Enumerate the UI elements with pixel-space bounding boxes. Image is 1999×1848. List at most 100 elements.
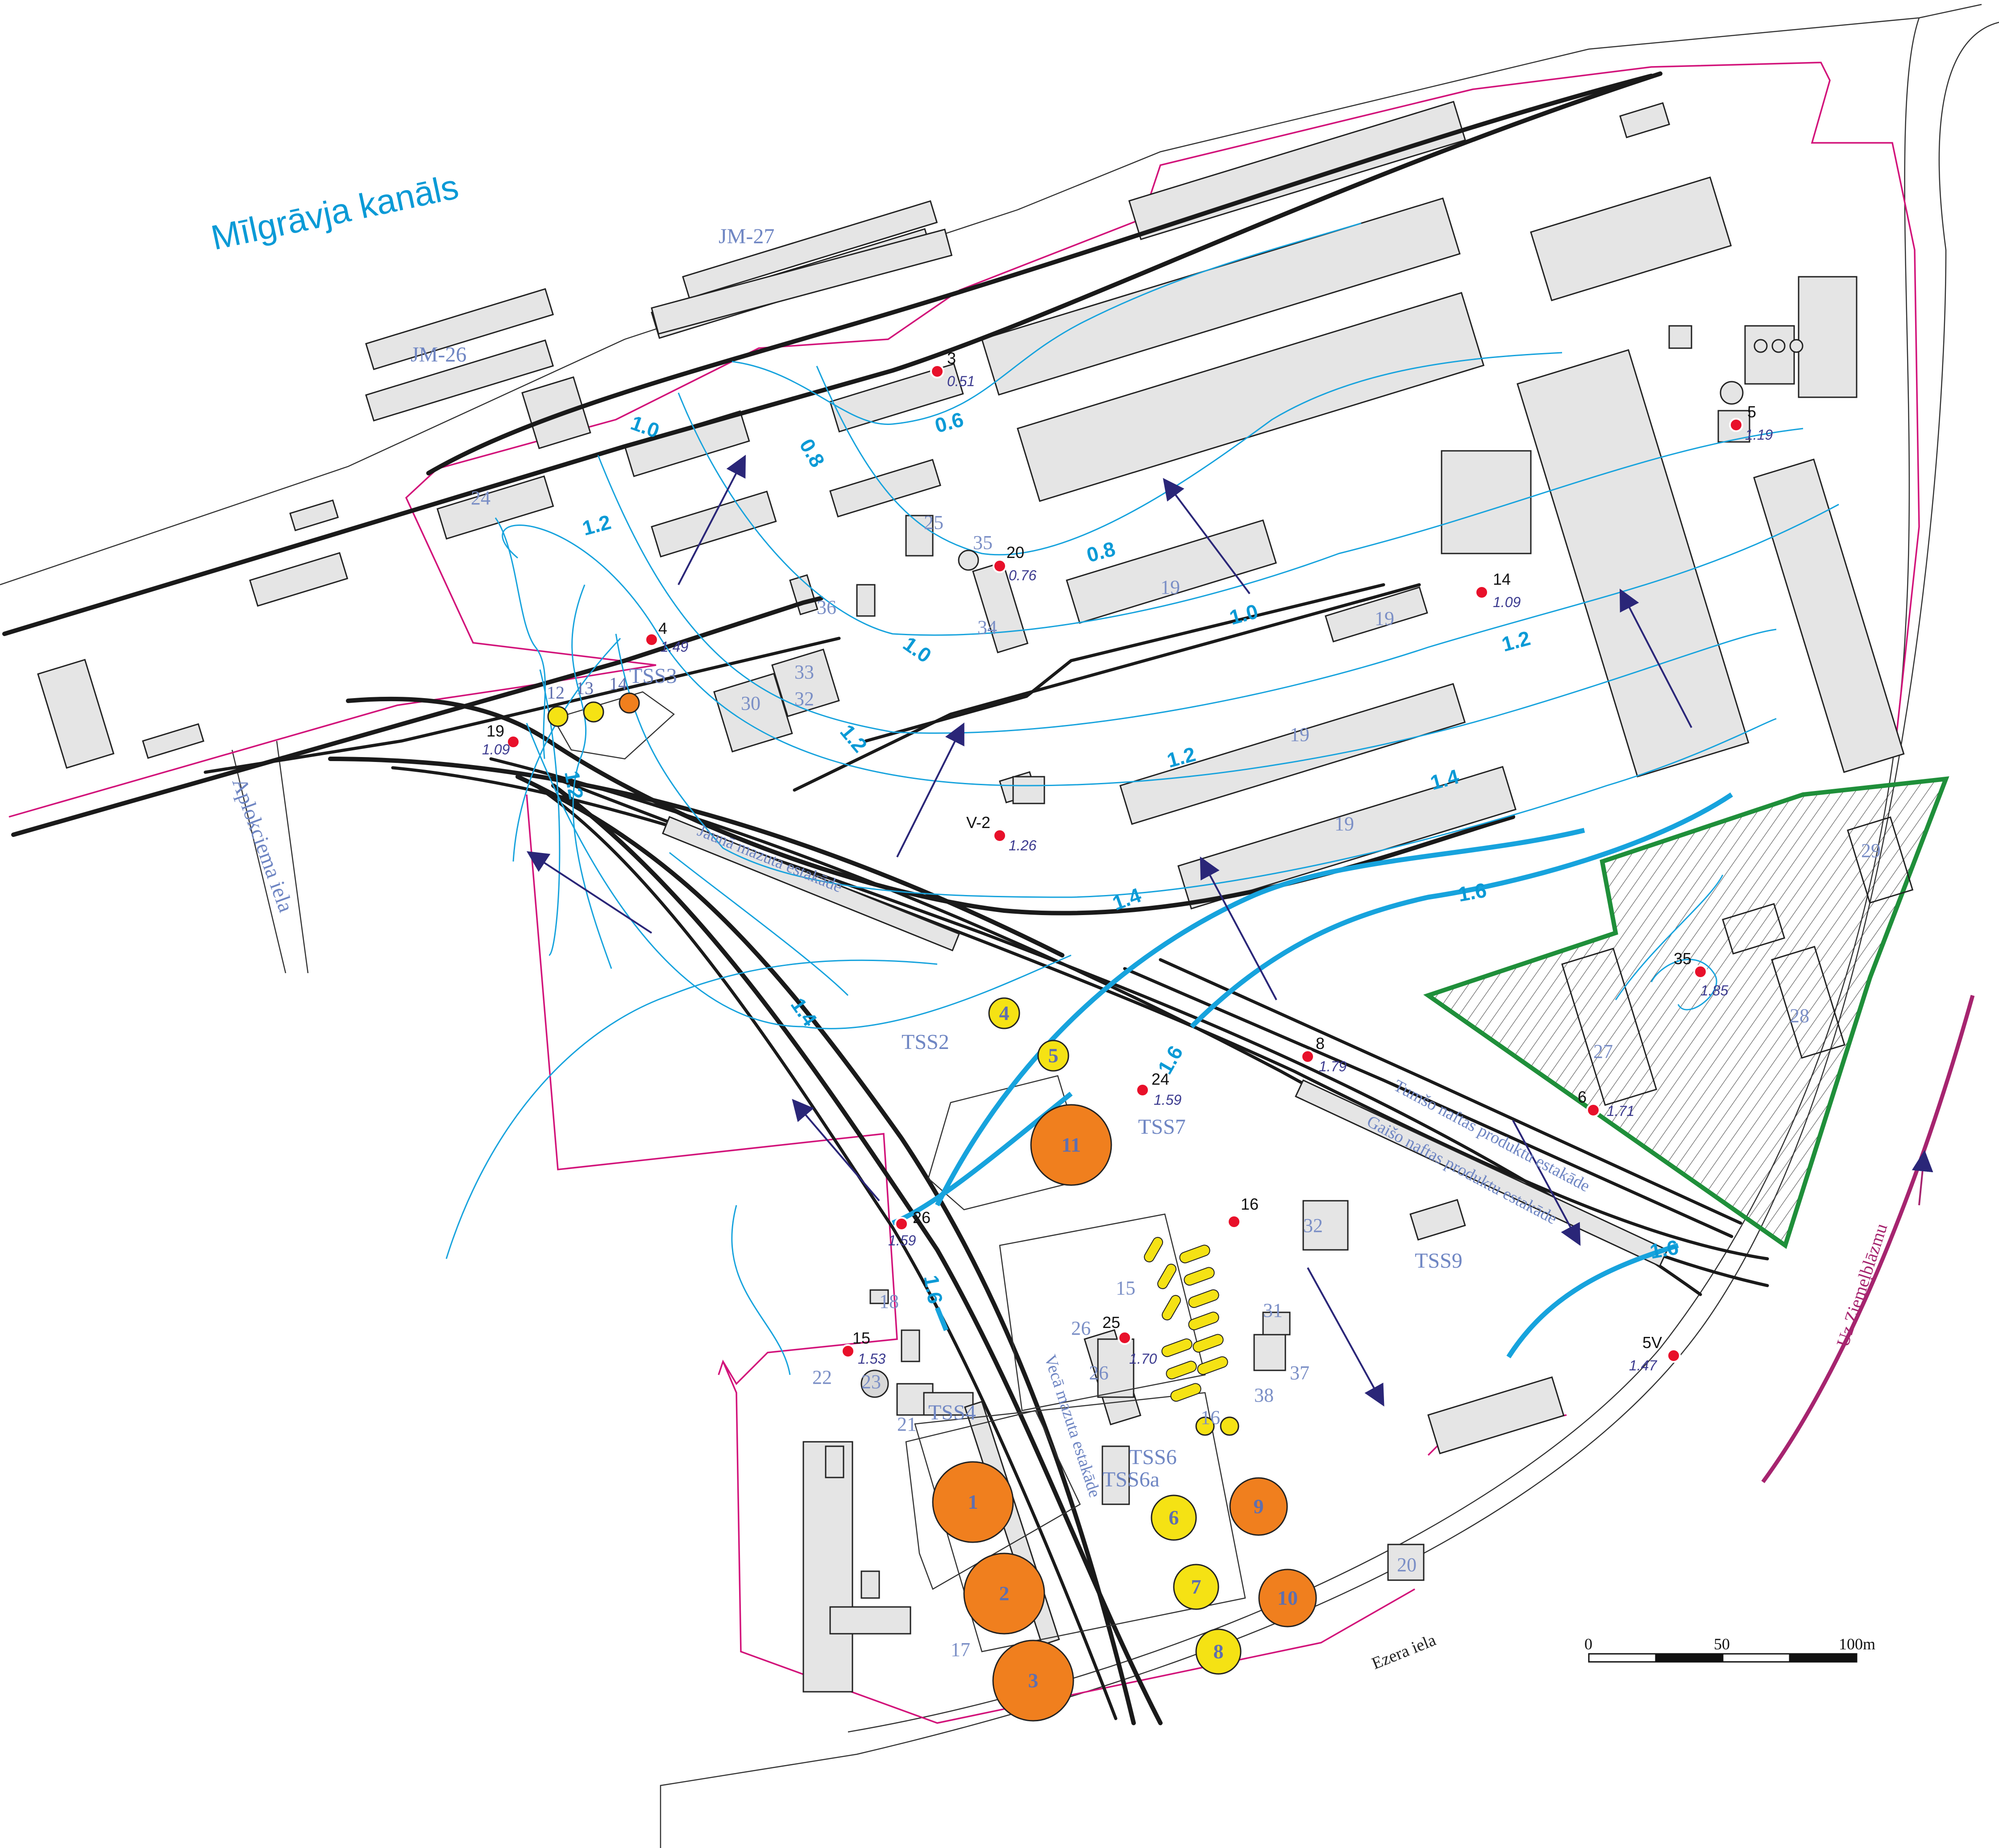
substation-label: TSS6 xyxy=(1129,1445,1177,1469)
svg-text:32: 32 xyxy=(794,688,814,710)
svg-text:0.6: 0.6 xyxy=(932,408,966,437)
svg-text:8: 8 xyxy=(1316,1034,1325,1053)
svg-text:14: 14 xyxy=(609,674,627,694)
observation-wells xyxy=(506,364,1743,1363)
svg-text:1.59: 1.59 xyxy=(1154,1092,1181,1108)
svg-text:1.2: 1.2 xyxy=(835,720,872,757)
buildings xyxy=(37,100,1905,1693)
svg-text:1.79: 1.79 xyxy=(1319,1058,1347,1074)
tank-group-15 xyxy=(1144,1237,1228,1402)
tank-14 xyxy=(619,692,640,714)
svg-text:15: 15 xyxy=(852,1329,870,1347)
svg-text:12: 12 xyxy=(547,683,565,703)
tank-9 xyxy=(1229,1477,1288,1536)
svg-text:1.0: 1.0 xyxy=(1227,599,1260,629)
svg-text:13: 13 xyxy=(576,678,594,698)
street-aplokciema-label: Aplokciema iela xyxy=(228,775,298,916)
svg-text:1.09: 1.09 xyxy=(1493,594,1521,610)
svg-text:8: 8 xyxy=(1214,1640,1224,1663)
svg-text:0.8: 0.8 xyxy=(1084,537,1118,567)
svg-text:10: 10 xyxy=(1277,1586,1298,1609)
svg-text:4: 4 xyxy=(658,619,667,637)
svg-text:1.47: 1.47 xyxy=(1629,1357,1657,1374)
svg-text:0.8: 0.8 xyxy=(795,435,829,471)
tank-10 xyxy=(1258,1569,1317,1627)
scale-label-0: 0 xyxy=(1584,1635,1592,1653)
svg-text:28: 28 xyxy=(1790,1005,1809,1027)
canal-label: Mīlgrāvja kanāls xyxy=(208,166,462,257)
direction-line-north xyxy=(1761,995,1975,1483)
svg-text:15: 15 xyxy=(1116,1277,1135,1299)
svg-text:V-2: V-2 xyxy=(966,813,990,832)
building-number-labels: 24 25 35 34 36 33 30 32 19 19 19 19 29 2… xyxy=(471,487,1881,1661)
tank-6 xyxy=(1151,1494,1197,1541)
svg-text:1.2: 1.2 xyxy=(580,510,613,540)
tanks xyxy=(547,339,1804,1722)
svg-text:38: 38 xyxy=(1254,1384,1274,1406)
tank-8 xyxy=(1195,1628,1242,1675)
svg-text:1.6: 1.6 xyxy=(1456,878,1488,906)
tank-13 xyxy=(583,701,604,723)
svg-text:1.19: 1.19 xyxy=(1745,427,1773,443)
tank-3 xyxy=(992,1640,1074,1722)
svg-text:5: 5 xyxy=(1747,403,1756,421)
svg-text:17: 17 xyxy=(951,1639,970,1661)
svg-text:1.70: 1.70 xyxy=(1129,1351,1157,1367)
pier-jm27-label: JM-27 xyxy=(719,225,774,248)
contaminated-zone xyxy=(1423,776,1949,1249)
svg-text:29: 29 xyxy=(1861,840,1881,862)
svg-text:36: 36 xyxy=(817,596,836,618)
tank-12 xyxy=(547,706,569,727)
svg-text:14: 14 xyxy=(1493,570,1511,588)
svg-text:1.85: 1.85 xyxy=(1700,982,1728,999)
svg-text:0.76: 0.76 xyxy=(1009,567,1036,583)
substation-label: TSS2 xyxy=(902,1030,949,1054)
svg-text:4: 4 xyxy=(999,1002,1010,1024)
svg-text:1.53: 1.53 xyxy=(858,1351,885,1367)
tank-farms xyxy=(553,691,1246,1652)
tank-number-labels: 1 2 3 4 5 6 7 8 9 10 11 12 13 14 xyxy=(547,674,1298,1692)
svg-text:35: 35 xyxy=(1674,949,1691,968)
svg-text:11: 11 xyxy=(1061,1133,1081,1156)
svg-text:5: 5 xyxy=(1048,1044,1059,1067)
svg-text:1.26: 1.26 xyxy=(1009,837,1036,853)
svg-text:18: 18 xyxy=(879,1290,899,1312)
svg-text:26: 26 xyxy=(1071,1317,1091,1339)
svg-text:31: 31 xyxy=(1263,1299,1283,1321)
svg-text:32: 32 xyxy=(1303,1215,1323,1236)
svg-text:19: 19 xyxy=(1160,576,1180,598)
groundwater-contours xyxy=(445,222,1839,1375)
svg-text:24: 24 xyxy=(471,487,490,509)
street-ezera-label: Ezera iela xyxy=(1369,1631,1439,1673)
svg-text:34: 34 xyxy=(977,616,997,638)
scale-label-50: 50 xyxy=(1714,1635,1730,1653)
substation-label: TSS4 xyxy=(928,1401,976,1424)
svg-text:5V: 5V xyxy=(1642,1333,1662,1352)
svg-text:19: 19 xyxy=(1290,724,1309,745)
svg-text:37: 37 xyxy=(1290,1362,1309,1384)
substation-label: TSS9 xyxy=(1415,1249,1463,1273)
svg-text:21: 21 xyxy=(897,1413,917,1435)
street-uz-ziemelblazmu-label: Uz Ziemeļblāzmu xyxy=(1833,1221,1891,1349)
svg-text:1.6: 1.6 xyxy=(1648,1236,1680,1263)
svg-text:1.59: 1.59 xyxy=(888,1232,916,1249)
svg-text:22: 22 xyxy=(812,1366,832,1388)
svg-text:19: 19 xyxy=(1375,608,1394,629)
svg-text:9: 9 xyxy=(1254,1495,1264,1518)
pier-jm26-label: JM-26 xyxy=(411,343,466,366)
svg-text:1.49: 1.49 xyxy=(661,639,688,655)
svg-text:20: 20 xyxy=(1397,1554,1417,1576)
svg-text:23: 23 xyxy=(861,1371,881,1393)
tank-11 xyxy=(1030,1104,1112,1186)
piers xyxy=(365,229,953,422)
svg-text:0.51: 0.51 xyxy=(947,373,975,389)
substation-label: TSS3 xyxy=(629,664,677,688)
svg-text:16: 16 xyxy=(1241,1195,1259,1213)
svg-text:26: 26 xyxy=(913,1208,931,1227)
svg-text:33: 33 xyxy=(794,661,814,683)
svg-text:1.0: 1.0 xyxy=(899,632,935,667)
substation-label: TSS6a xyxy=(1102,1468,1160,1491)
tank-4 xyxy=(988,997,1020,1029)
tank-5 xyxy=(1037,1040,1069,1072)
